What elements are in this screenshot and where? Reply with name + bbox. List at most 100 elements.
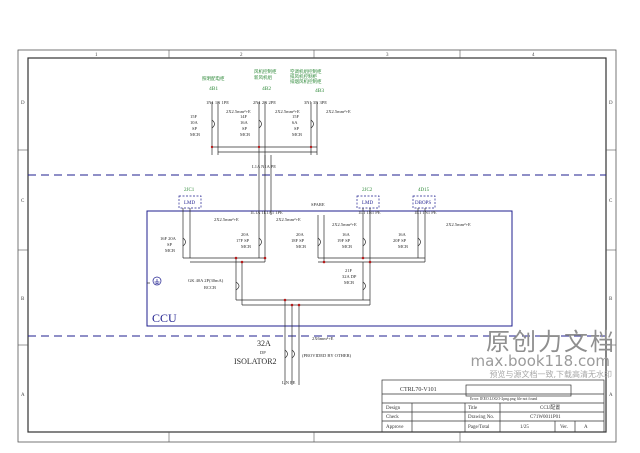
drawing-no-field: Drawing No. [468,415,494,420]
svg-text:MCB: MCB [241,244,251,249]
svg-text:16A: 16A [240,120,249,125]
svg-text:19F SP: 19F SP [337,238,351,243]
drawing-title: CTRL70-V101 [400,387,437,393]
svg-text:MCB: MCB [190,132,200,137]
svg-text:1L1 1N1 PE: 1L1 1N1 PE [358,210,381,215]
upper-cable-2: 2X2.5mm²+E [275,109,300,114]
upper-cable-3: 2X2.5mm²+E [326,109,351,114]
lower-cable-1: 2X2.5mm²+E [214,217,239,222]
isolator-labels: 32A DP ISOLATOR2 2X6mm²+E (PROVIDED BY O… [234,336,352,385]
upper-junctions [210,145,313,149]
box-tag-3: 4D15 [418,188,430,193]
ccu-label: CCU [152,311,177,325]
page-field: Page/Total [468,425,490,430]
svg-text:MCB: MCB [165,248,175,253]
svg-text:6A: 6A [292,120,298,125]
box-label-1: LMD [184,201,196,206]
group-tag-3: 4B3 [315,88,324,94]
svg-text:15F: 15F [190,114,198,119]
svg-text:SP: SP [192,126,198,131]
col-label-2: 2 [240,53,243,58]
lower-junctions [234,256,372,307]
isolator-terminals: L N PE [282,380,296,385]
svg-text:1L1 1N1 PE: 1L1 1N1 PE [414,210,437,215]
row-label-a: A [21,393,25,398]
lower-cable-4: 2X2.5mm²+E [446,222,471,227]
svg-text:21F: 21F [345,268,353,273]
isolator-rating: 32A [257,339,271,348]
svg-text:20F SP: 20F SP [393,238,407,243]
inner-frame [27,57,607,433]
ver-value: A [584,425,588,430]
isolator-pole: DP [260,350,266,355]
row-label-d: D [21,101,25,106]
svg-text:16A: 16A [398,232,407,237]
svg-text:MCB: MCB [398,244,408,249]
title-field: Title [468,406,478,411]
ver-label: Ver. [560,425,568,430]
ccu-enclosure [146,210,513,327]
lower-cable-2: 2X2.5mm²+E [276,217,301,222]
svg-text:MCB: MCB [344,280,354,285]
col-label-3: 3 [386,53,389,58]
watermark-note: 预览与源文档一致,下载高清无水印 [489,370,612,379]
error-note: Error: IEEO.LOGO-2png.png file not found [470,397,537,401]
check-label: Check [386,415,399,420]
group-desc-1: 照明配电柜 [202,75,225,82]
lower-wiring [147,208,426,385]
svg-text:2N1 2N 2PE: 2N1 2N 2PE [253,100,276,105]
svg-text:15F: 15F [292,114,300,119]
group-desc-3b: 排风机控制柜 [290,73,317,80]
group-desc-3c: 排烟风机控制柜 [290,78,322,85]
svg-text:MCB: MCB [296,244,306,249]
svg-text:10A: 10A [190,120,199,125]
svg-text:1L1A 1L1A1 1PE: 1L1A 1L1A1 1PE [250,210,283,215]
column-markers [168,50,461,442]
title-block [381,379,605,433]
svg-text:18F SP: 18F SP [291,238,305,243]
approve-label: Approve [386,425,404,430]
row-label-b-right: B [609,297,613,302]
title-block-text: CTRL70-V101 Error: IEEO.LOGO-2png.png fi… [386,387,588,430]
watermark-logo: 原创力文档 [486,328,616,356]
group-desc-2b: 新风机组 [254,74,272,81]
svg-text:20A: 20A [296,232,305,237]
upper-groups: 照明配电柜 4B1 风机控制柜 新风机组 4B2 空调机组控制柜 排风机控制柜 … [202,68,324,94]
spare-label: SPARE [311,202,325,207]
row-label-d-right: D [609,101,613,106]
box-tag-2: 2JC2 [362,188,373,193]
row-label-c-right: C [609,199,613,204]
svg-text:32A DP: 32A DP [342,274,357,279]
lower-boxes: 2JC1 2JC2 4D15 LMD LMD DBOPS [178,188,436,209]
group-desc-2a: 风机控制柜 [254,68,277,75]
earth-icon [152,276,162,286]
svg-text:20A: 20A [241,232,250,237]
svg-text:RCCB: RCCB [204,285,216,290]
svg-text:MCB: MCB [292,132,302,137]
design-label: Design [386,406,401,411]
isolator-provided: (PROVIDED BY OTHER) [302,353,352,358]
row-markers [18,149,616,346]
box-label-3: DBOPS [415,201,431,206]
svg-text:SP: SP [242,126,248,131]
title-value: CCU配置 [540,405,560,411]
isolator-name: ISOLATOR2 [234,357,277,366]
row-label-b: B [21,297,25,302]
row-label-a-right: A [609,393,613,398]
row-label-c: C [21,199,25,204]
svg-text:MCB: MCB [342,244,352,249]
upper-breakers [211,102,318,215]
upper-terminals: L1A N1A PE [252,164,276,169]
group-desc-3a: 空调机组控制柜 [290,68,322,75]
svg-text:SP: SP [167,242,173,247]
svg-text:1N1 1N 1PE: 1N1 1N 1PE [206,100,229,105]
lower-cable-3: 2X2.5mm²+E [332,222,357,227]
svg-text:MCB: MCB [240,132,250,137]
page-value: 1/25 [520,425,529,430]
svg-text:16F 20A: 16F 20A [160,236,177,241]
svg-text:17F SP: 17F SP [236,238,250,243]
svg-text:GK 40A 2P(30mA): GK 40A 2P(30mA) [188,278,224,283]
drawing-no-value: C71W0011P01 [530,415,561,420]
